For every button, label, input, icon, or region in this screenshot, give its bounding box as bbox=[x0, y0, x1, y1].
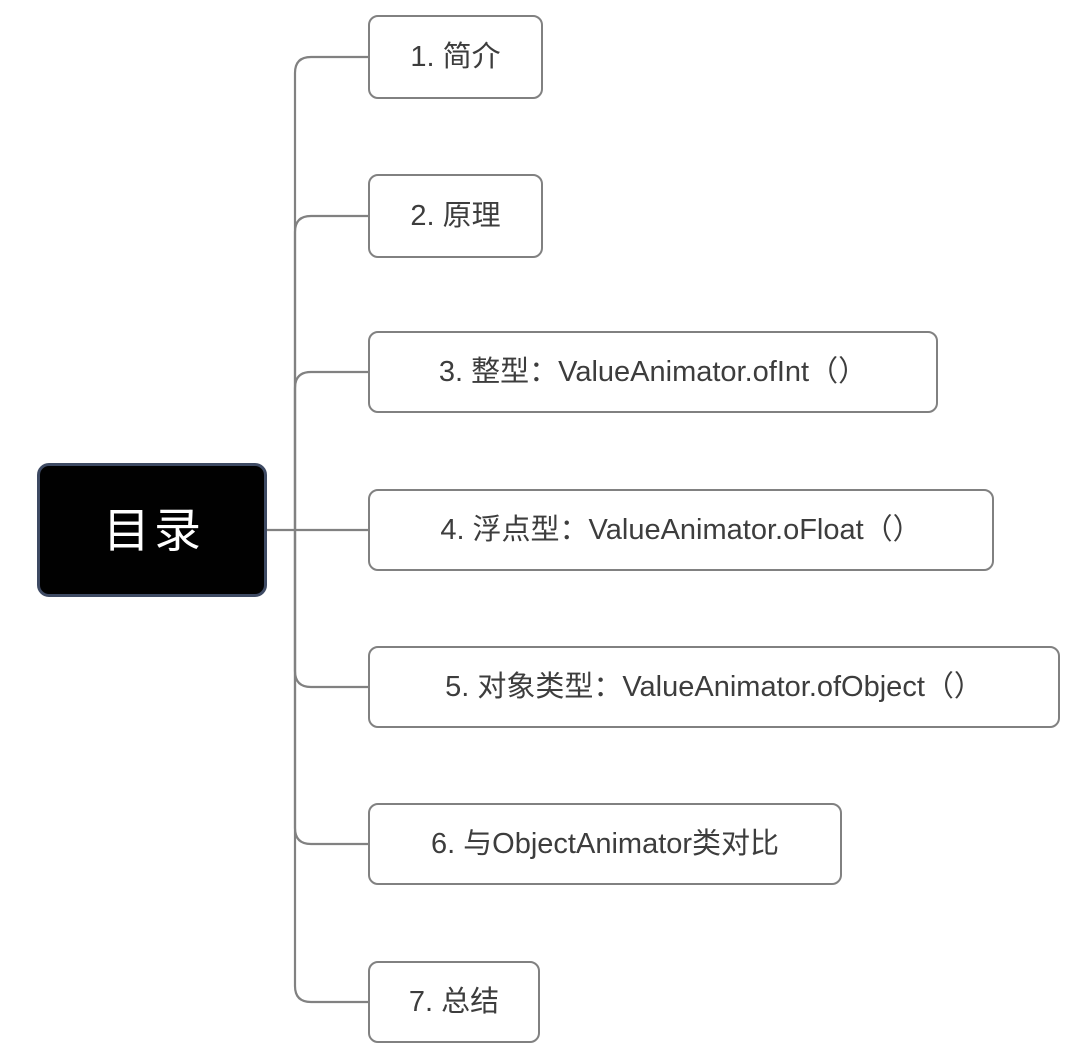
node-branch-4[interactable]: 4. 浮点型：ValueAnimator.oFloat（） bbox=[368, 489, 994, 571]
node-branch-7[interactable]: 7. 总结 bbox=[368, 961, 540, 1043]
node-branch-6[interactable]: 6. 与ObjectAnimator类对比 bbox=[368, 803, 842, 885]
node-root[interactable]: 目录 bbox=[37, 463, 267, 597]
connector-branch-7 bbox=[293, 530, 370, 1004]
connector-branch-1 bbox=[293, 55, 370, 530]
connector-branch-5 bbox=[293, 530, 370, 689]
node-branch-3[interactable]: 3. 整型：ValueAnimator.ofInt（） bbox=[368, 331, 938, 413]
node-branch-1[interactable]: 1. 简介 bbox=[368, 15, 543, 99]
node-branch-2[interactable]: 2. 原理 bbox=[368, 174, 543, 258]
connector-branch-3 bbox=[293, 370, 370, 530]
connector-branch-2 bbox=[293, 214, 370, 530]
node-branch-5[interactable]: 5. 对象类型：ValueAnimator.ofObject（） bbox=[368, 646, 1060, 728]
